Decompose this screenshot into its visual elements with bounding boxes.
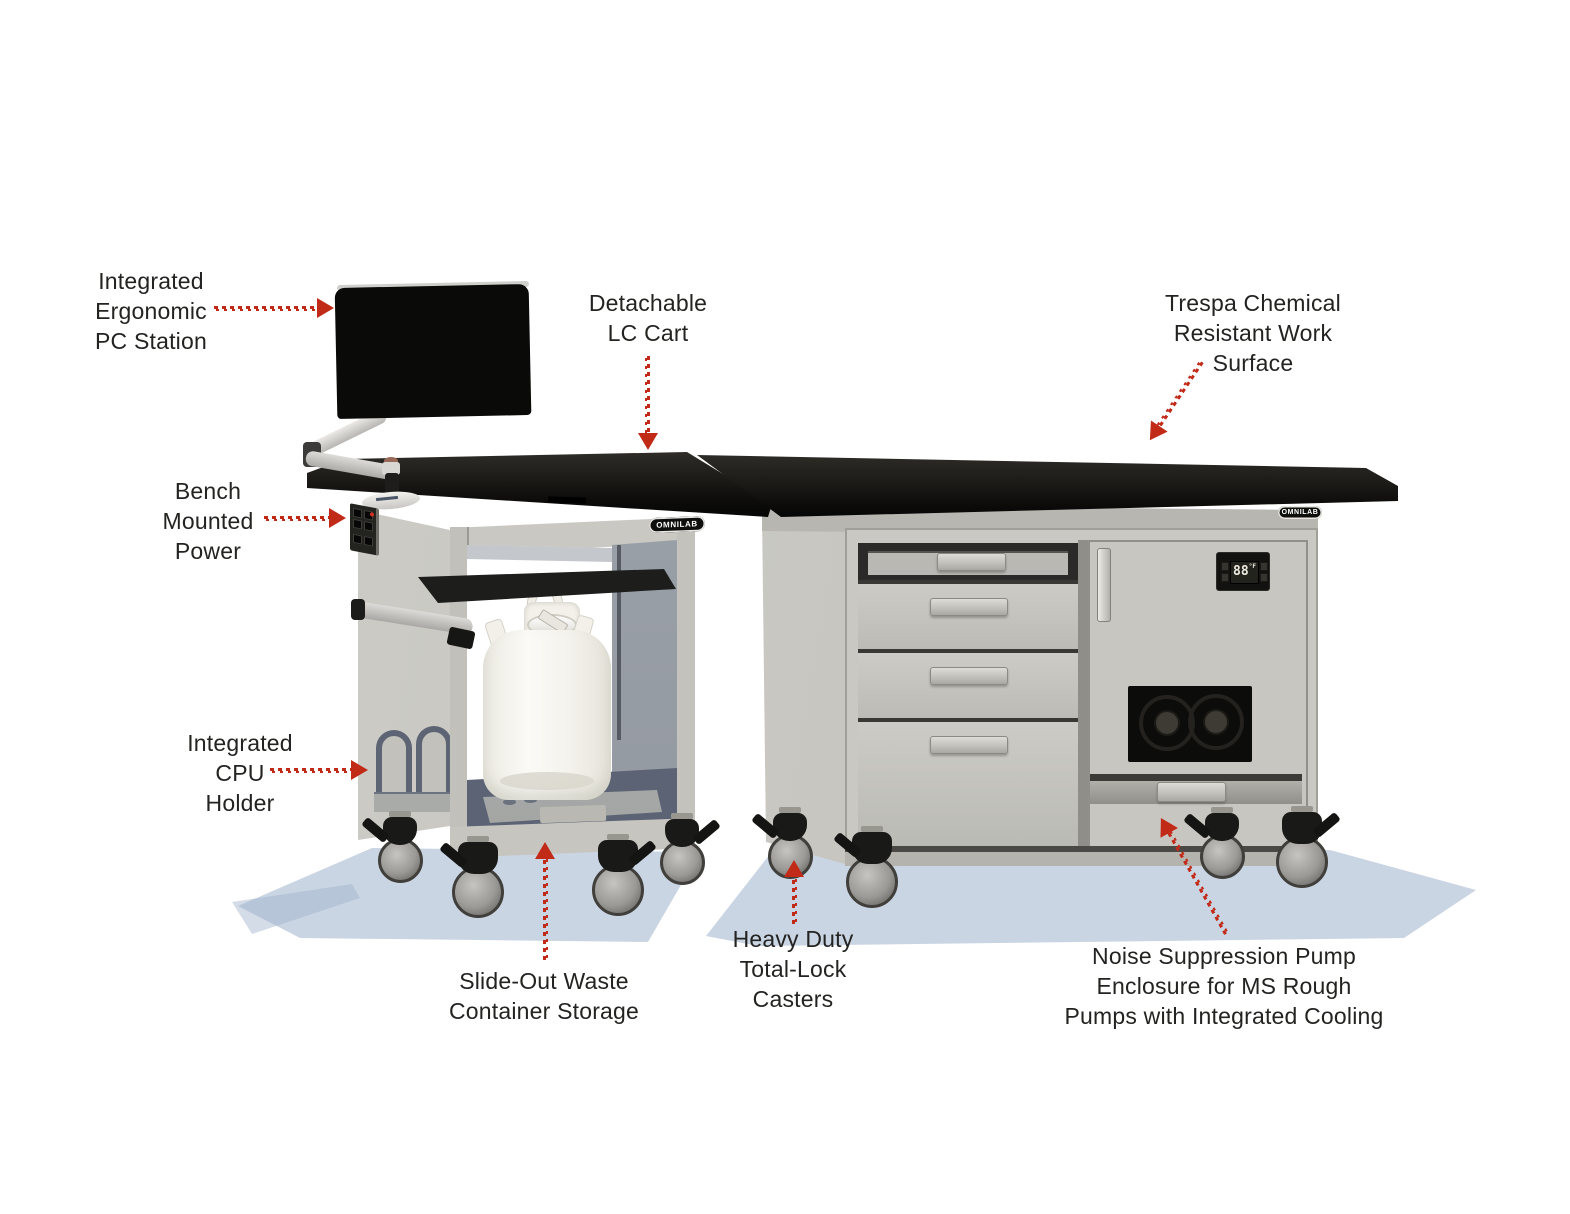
drawer-1-handle[interactable]: [930, 598, 1008, 616]
caster-wheel: [452, 866, 504, 918]
pump-slide-handle[interactable]: [1157, 782, 1226, 802]
bench-divider: [1078, 540, 1088, 850]
caster-wheel: [846, 856, 898, 908]
cpu-holder-arch-inner: [382, 736, 406, 802]
brand-badge: OMNILAB: [649, 516, 705, 533]
lc-cart-right-post: [677, 518, 695, 848]
waste-tray-tab[interactable]: [539, 804, 607, 824]
controller-button[interactable]: [1260, 573, 1268, 582]
monitor-arm-post-top: [382, 462, 400, 475]
caster[interactable]: [1274, 806, 1341, 888]
power-outlet[interactable]: [353, 507, 362, 519]
pump-bench-bottom-seam: [845, 846, 1318, 852]
drawer-1[interactable]: [858, 584, 1078, 649]
waste-carboy-body: [483, 630, 611, 800]
arrow-head: [784, 860, 804, 877]
caster-wheel: [592, 864, 644, 916]
keyboard-tray-arm-endcap: [351, 599, 365, 620]
caster-wheel: [659, 840, 705, 885]
pump-enclosure-door-handle[interactable]: [1097, 548, 1111, 622]
drawer-2[interactable]: [858, 653, 1078, 718]
cooling-fan: [1139, 695, 1195, 751]
caster-fork: [665, 819, 699, 847]
brand-badge: OMNILAB: [1278, 506, 1322, 519]
pump-controller-screen: 88°F: [1230, 561, 1259, 584]
callout-bench-power: Bench Mounted Power: [162, 478, 254, 564]
caster-fork: [383, 817, 417, 845]
caster[interactable]: [361, 811, 428, 883]
cpu-holder-sill: [374, 792, 452, 812]
arrow-head: [535, 842, 555, 859]
lc-cart-inner-wall-hinge: [617, 545, 621, 740]
controller-button[interactable]: [1221, 573, 1229, 582]
caster-wheel: [1199, 834, 1245, 879]
controller-button[interactable]: [1260, 562, 1268, 571]
arrow-head: [351, 760, 368, 780]
worktop-grommet: [547, 496, 587, 504]
callout-cpu-holder: Integrated CPU Holder: [187, 730, 293, 816]
monitor: [334, 283, 532, 420]
caster[interactable]: [1183, 807, 1250, 879]
power-outlet[interactable]: [364, 535, 373, 547]
callout-work-surface: Trespa Chemical Resistant Work Surface: [1165, 290, 1341, 376]
callout-lc-cart: Detachable LC Cart: [588, 290, 708, 346]
caster[interactable]: [590, 834, 657, 916]
waste-carboy-base-ring: [500, 772, 594, 790]
power-outlet[interactable]: [364, 520, 373, 532]
drawer-2-handle[interactable]: [930, 667, 1008, 685]
arrow-head: [1141, 420, 1168, 446]
cooling-fan: [1188, 694, 1244, 750]
callout-pump-enclosure: Noise Suppression Pump Enclosure for MS …: [1064, 943, 1384, 1029]
brand-badge-text: OMNILAB: [656, 518, 698, 530]
power-outlet[interactable]: [353, 533, 362, 545]
caster[interactable]: [751, 807, 818, 879]
drawer-3-handle[interactable]: [930, 736, 1008, 754]
pump-slide-gap: [1090, 774, 1302, 781]
waste-tray-hole: [503, 799, 516, 805]
arrow-head: [317, 298, 334, 318]
arrow-head: [638, 433, 658, 450]
caster-fork: [773, 813, 807, 841]
monitor-arm-pivot: [384, 457, 398, 465]
waste-tray-hole: [524, 797, 537, 803]
cpu-holder-arch-inner: [422, 732, 446, 798]
fan-hub: [1203, 709, 1229, 735]
fan-hub: [1154, 710, 1180, 736]
caster[interactable]: [833, 826, 900, 908]
power-strip[interactable]: [350, 503, 379, 556]
controller-button[interactable]: [1221, 562, 1229, 571]
callout-waste-storage: Slide-Out Waste Container Storage: [448, 968, 640, 1024]
pump-controller-unit: °F: [1248, 563, 1256, 570]
pump-controller-value: 88: [1233, 564, 1249, 579]
power-outlet[interactable]: [353, 518, 362, 530]
caster-fork: [1205, 813, 1239, 841]
top-tray-handle[interactable]: [937, 553, 1006, 571]
caster[interactable]: [439, 836, 506, 918]
arrow-head: [329, 508, 346, 528]
pump-controller-display: 88°F: [1216, 552, 1270, 591]
lc-cart-left-post: [450, 527, 469, 845]
callout-casters: Heavy Duty Total-Lock Casters: [732, 926, 854, 1012]
brand-badge-text: OMNILAB: [1281, 508, 1319, 516]
power-led: [370, 512, 374, 517]
callout-pc-station: Integrated Ergonomic PC Station: [95, 268, 207, 354]
caster[interactable]: [654, 813, 721, 885]
